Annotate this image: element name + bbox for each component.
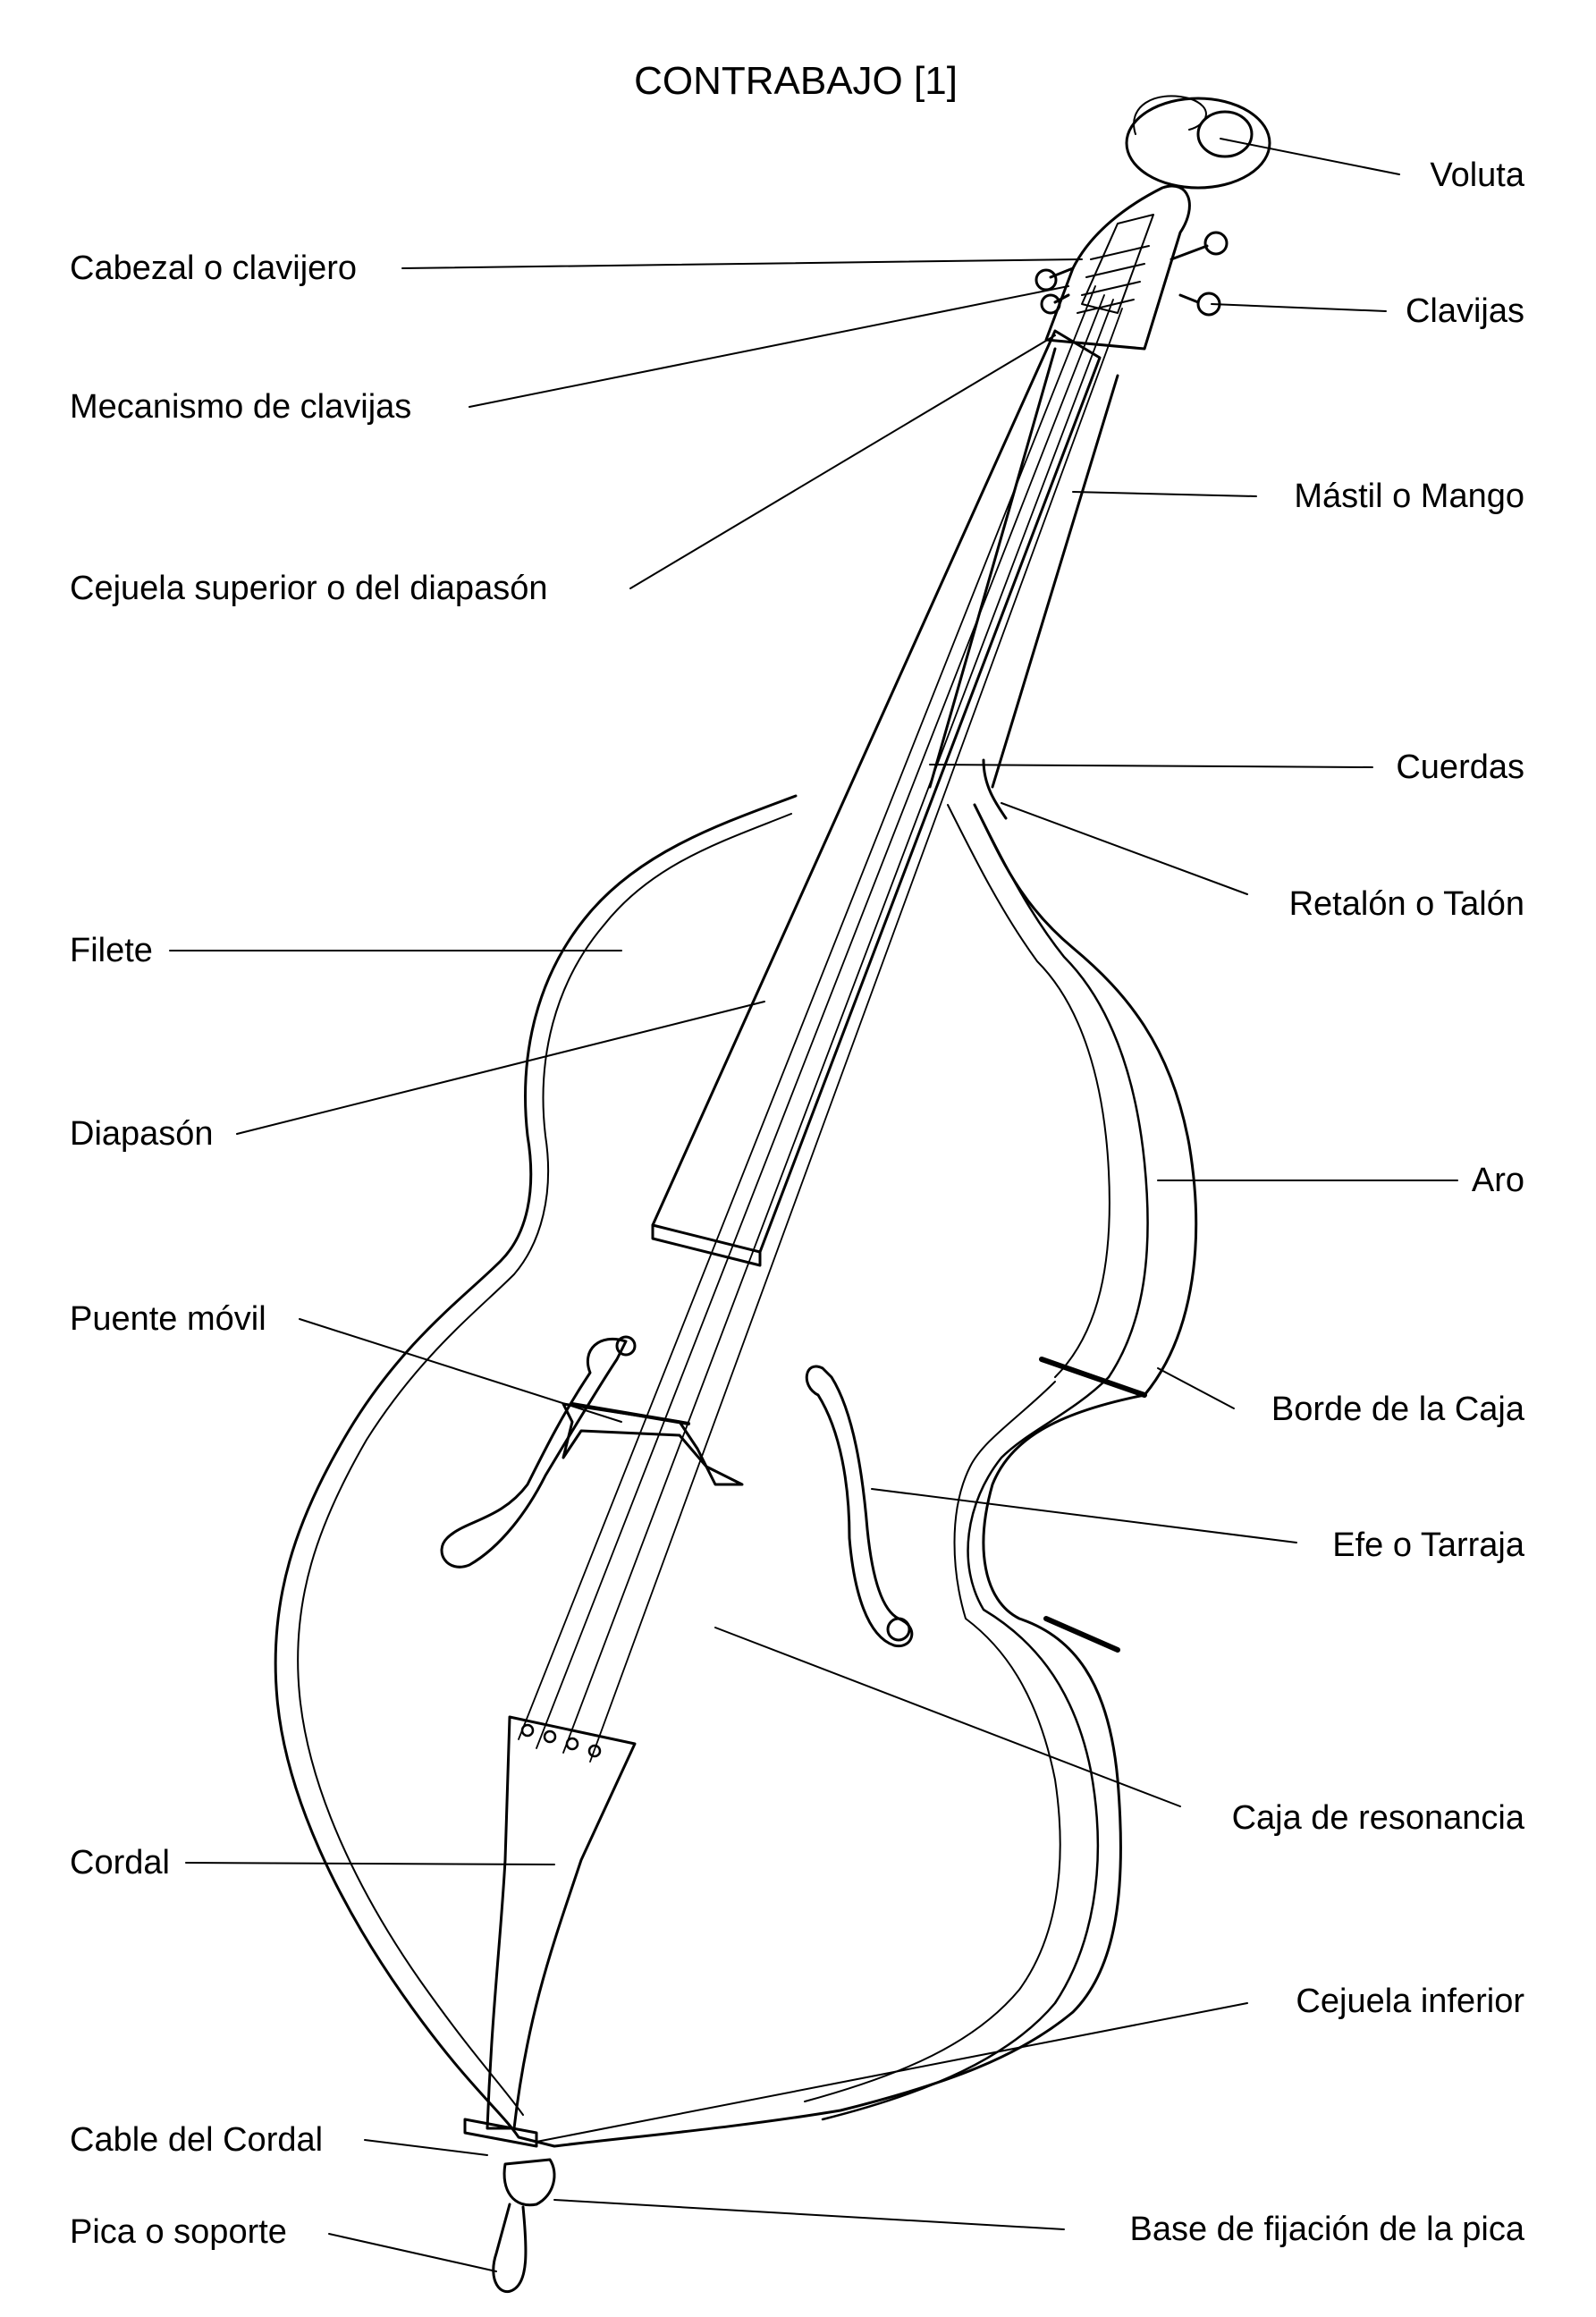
label-borde: Borde de la Caja — [1271, 1391, 1525, 1428]
bridge-top — [572, 1404, 688, 1424]
leader-caja — [715, 1628, 1180, 1806]
label-voluta: Voluta — [1430, 156, 1525, 194]
label-diapason: Diapasón — [70, 1115, 214, 1153]
label-mecanismo: Mecanismo de clavijas — [70, 388, 411, 426]
scroll-inner — [1198, 112, 1252, 156]
rib-lower-inner — [805, 1382, 1060, 2101]
leader-base-pica — [554, 2200, 1064, 2229]
f-hole-left-top — [617, 1337, 635, 1355]
leader-cordal — [186, 1863, 554, 1865]
endpin — [494, 2204, 526, 2292]
label-caja: Caja de resonancia — [1232, 1799, 1525, 1837]
fingerboard-end — [653, 1225, 760, 1265]
leader-mecanismo — [469, 286, 1068, 407]
leader-borde — [1158, 1368, 1234, 1408]
label-cordal: Cordal — [70, 1844, 170, 1882]
leader-cejuela-inf — [536, 2003, 1247, 2142]
label-aro: Aro — [1472, 1162, 1524, 1199]
leader-cabezal — [402, 259, 1082, 268]
leader-retalon — [1001, 803, 1247, 894]
label-cabezal: Cabezal o clavijero — [70, 249, 357, 287]
leader-cable-cordal — [365, 2140, 487, 2155]
label-retalon: Retalón o Talón — [1289, 885, 1524, 923]
rib-corner-shade-top — [1042, 1359, 1144, 1395]
label-cable-cordal: Cable del Cordal — [70, 2121, 323, 2159]
leader-clavijas — [1212, 304, 1386, 311]
label-cejuela-superior: Cejuela superior o del diapasón — [70, 570, 547, 607]
label-filete: Filete — [70, 932, 153, 969]
label-mastil: Mástil o Mango — [1294, 478, 1524, 515]
fingerboard — [653, 331, 1100, 1252]
saddle — [465, 2119, 536, 2146]
diagram-title: CONTRABAJO [1] — [634, 59, 958, 103]
labels-right: Voluta Clavijas Mástil o Mango Cuerdas R… — [1129, 156, 1524, 2248]
label-cuerdas: Cuerdas — [1396, 748, 1524, 786]
label-pica: Pica o soporte — [70, 2213, 287, 2251]
rib-lower-edge — [823, 1377, 1109, 2119]
rib-edge — [975, 805, 1148, 1377]
f-hole-right — [806, 1366, 912, 1646]
purfling-outline — [298, 814, 791, 2115]
pegbox — [1046, 186, 1189, 349]
strings — [519, 286, 1122, 1762]
rib-corner-shade-bottom — [1046, 1619, 1118, 1650]
neck-right — [992, 376, 1118, 787]
leader-puente — [300, 1319, 621, 1422]
rib-inner — [948, 805, 1110, 1377]
leader-cuerdas — [930, 765, 1372, 767]
leader-pica — [329, 2234, 496, 2271]
leader-cejuela-sup — [630, 335, 1055, 588]
neck-heel — [984, 760, 1006, 818]
leader-voluta — [1220, 139, 1399, 174]
label-clavijas: Clavijas — [1406, 292, 1524, 330]
label-efe: Efe o Tarraja — [1332, 1526, 1525, 1564]
leader-mastil — [1073, 492, 1256, 496]
tailpiece — [487, 1717, 635, 2128]
endpin-base — [504, 2160, 554, 2205]
body-outline — [275, 796, 1196, 2146]
f-hole-right-bottom — [888, 1619, 909, 1640]
label-puente: Puente móvil — [70, 1300, 266, 1338]
label-cejuela-inferior: Cejuela inferior — [1296, 1983, 1524, 2020]
leader-efe — [872, 1489, 1296, 1543]
tailpiece-holes — [522, 1725, 600, 1756]
leader-diapason — [237, 1002, 764, 1134]
label-base-pica: Base de fijación de la pica — [1129, 2211, 1524, 2248]
labels-left: Cabezal o clavijero Mecanismo de clavija… — [70, 249, 547, 2251]
